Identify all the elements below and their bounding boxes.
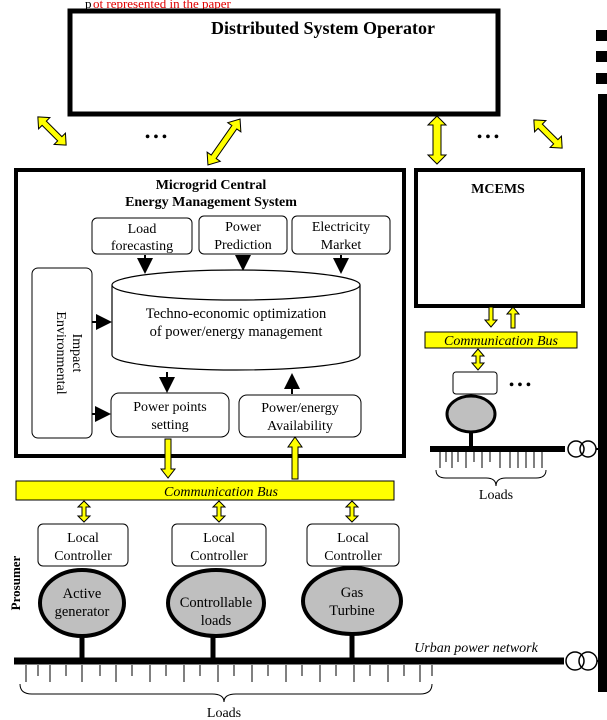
gas-turbine-line2: Turbine	[329, 603, 374, 619]
edge-bar	[598, 94, 607, 692]
environmental-impact-box	[31, 267, 93, 439]
controllable-loads-line2: loads	[201, 613, 232, 629]
mcems-main-title-line2: Energy Management System	[125, 195, 297, 210]
local-controller-3-line2: Controller	[324, 549, 382, 564]
main-loads-label: Loads	[207, 706, 241, 720]
top-fragment-red: ot represented in the paper	[93, 0, 232, 11]
communication-bus-right	[424, 331, 578, 349]
load-forecasting-line1: Load	[128, 222, 157, 237]
main-transformer	[565, 651, 598, 671]
load-forecasting-box	[91, 217, 193, 255]
active-generator-line1: Active	[63, 586, 102, 602]
availability-box	[238, 394, 362, 438]
power-prediction-box	[198, 215, 288, 255]
power-prediction-line1: Power	[225, 220, 261, 235]
top-fragment: p	[85, 0, 92, 11]
power-points-box	[110, 392, 230, 438]
local-controller-1	[37, 523, 129, 567]
prosumer-label: Prosumer	[8, 555, 23, 610]
communication-bus-main	[15, 480, 395, 501]
communication-bus-main-label: Communication Bus	[164, 485, 278, 500]
right-transformer	[567, 440, 597, 458]
controller-link-arrows	[76, 500, 360, 523]
controllable-loads-unit	[166, 568, 266, 638]
edge-marker	[596, 73, 607, 84]
gas-turbine-line1: Gas	[341, 585, 364, 601]
mcems-right-box	[414, 168, 585, 308]
right-loads-label: Loads	[479, 488, 513, 503]
environmental-impact-line2: Impact	[69, 334, 84, 373]
ellipsis-2: • • •	[477, 130, 499, 145]
ellipsis-1: • • •	[145, 130, 167, 145]
main-load-ticks	[25, 665, 433, 682]
unit-links	[79, 634, 355, 660]
local-controller-3-line1: Local	[337, 531, 369, 546]
right-bus-arrows	[470, 306, 521, 371]
local-controller-2-line1: Local	[203, 531, 235, 546]
electricity-market-line1: Electricity	[312, 220, 370, 235]
availability-line2: Availability	[267, 419, 333, 434]
active-generator-unit	[38, 568, 126, 638]
local-controller-2	[171, 523, 267, 567]
availability-line1: Power/energy	[261, 401, 339, 416]
optimization-line2: of power/energy management	[150, 324, 323, 340]
mcems-main-title-line1: Microgrid Central	[156, 178, 267, 193]
power-points-line1: Power points	[133, 400, 207, 415]
right-loads-brace	[435, 469, 547, 487]
ellipsis-3: • • •	[509, 378, 531, 393]
edge-marker	[596, 30, 607, 41]
dso-title: Distributed System Operator	[211, 18, 435, 38]
local-controller-2-line2: Controller	[190, 549, 248, 564]
main-bus-vertical-arrows	[159, 436, 303, 480]
optimization-line1: Techno-economic optimization	[146, 306, 327, 322]
load-forecasting-line2: forecasting	[111, 239, 173, 254]
right-unit	[445, 394, 497, 434]
main-loads-brace	[19, 683, 433, 703]
controllable-loads-line1: Controllable	[180, 595, 253, 611]
env-arrows	[92, 314, 300, 422]
right-load-ticks	[439, 452, 543, 468]
electricity-market-line2: Market	[321, 238, 362, 253]
optimization-cylinder	[111, 269, 361, 371]
mcems-right-title: MCEMS	[471, 182, 525, 197]
communication-bus-right-label: Communication Bus	[444, 334, 558, 349]
active-generator-line2: generator	[55, 604, 110, 620]
gas-turbine-unit	[301, 566, 403, 636]
input-arrows	[137, 255, 349, 274]
local-controller-3	[306, 523, 400, 567]
electricity-market-box	[291, 215, 391, 255]
local-controller-1-line1: Local	[67, 531, 99, 546]
dso-box	[67, 8, 501, 117]
urban-network-label: Urban power network	[414, 641, 538, 656]
dso-link-arrows	[37, 115, 563, 166]
edge-marker	[596, 51, 607, 62]
power-points-line2: setting	[151, 418, 188, 433]
environmental-impact-line1: Environmental	[53, 311, 68, 394]
right-controller-box	[452, 371, 498, 395]
local-controller-1-line2: Controller	[54, 549, 112, 564]
power-prediction-line2: Prediction	[214, 238, 272, 253]
